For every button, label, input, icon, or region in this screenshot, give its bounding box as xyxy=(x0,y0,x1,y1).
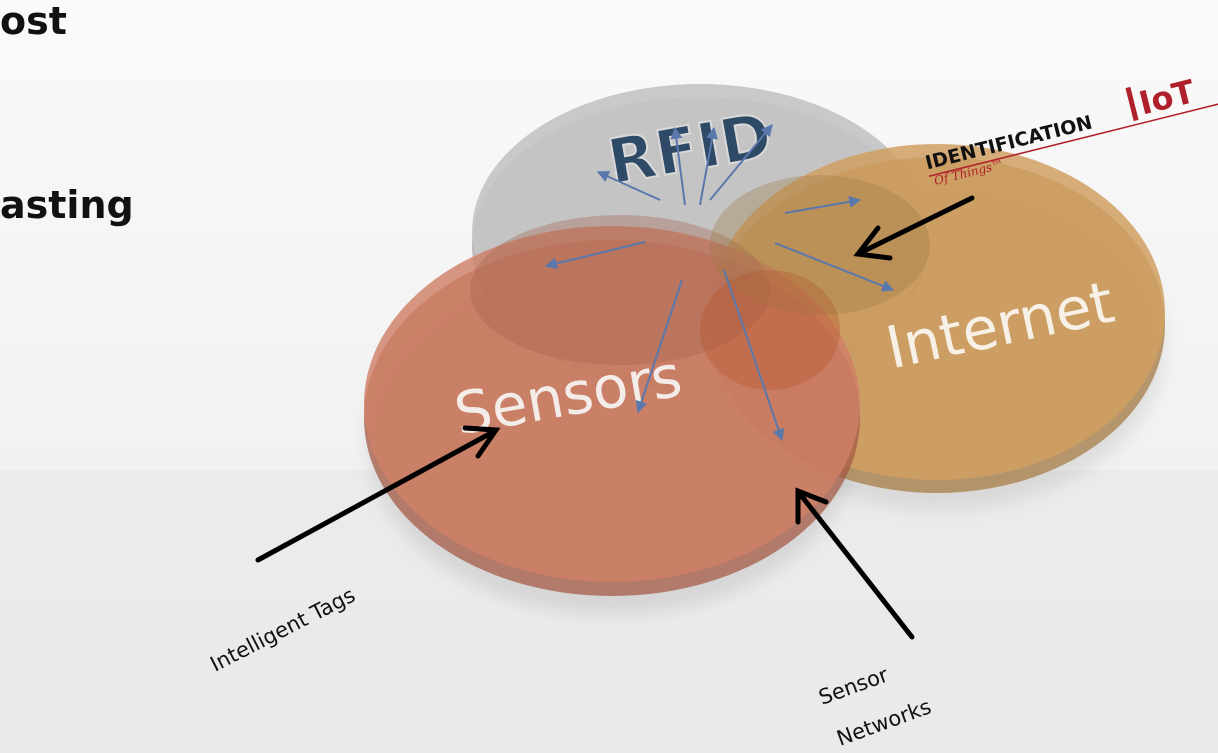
arrow-to-intersection xyxy=(853,195,975,261)
blue-arrows xyxy=(544,124,895,442)
identification-of-things-logo: IDENTIFICATION Of Things™ IoT xyxy=(923,72,1218,188)
blue-arrow xyxy=(635,279,683,414)
blue-arrow xyxy=(670,126,686,206)
overlap-rfid-internet xyxy=(710,175,930,315)
blue-arrow xyxy=(699,126,718,206)
logo-underline xyxy=(928,102,1218,177)
overlap-center xyxy=(700,270,840,390)
slide-text-fragment-top: ost xyxy=(0,0,67,43)
blue-arrow xyxy=(784,195,862,214)
blue-arrow xyxy=(774,242,895,292)
arrow-sensor-networks xyxy=(795,487,915,640)
arrow-intelligent-tags xyxy=(255,425,501,563)
logo-bracket xyxy=(1125,86,1139,122)
black-arrows xyxy=(255,195,975,640)
blue-arrow xyxy=(544,241,646,270)
blue-arrow xyxy=(596,170,661,201)
blue-arrow xyxy=(709,124,773,201)
logo-mark: IoT xyxy=(1135,72,1198,122)
slide-text-fragment-middle: asting xyxy=(0,183,134,227)
blue-arrow xyxy=(723,269,785,442)
overlap-rfid-sensors xyxy=(470,215,770,365)
sensors-disc xyxy=(364,226,860,596)
